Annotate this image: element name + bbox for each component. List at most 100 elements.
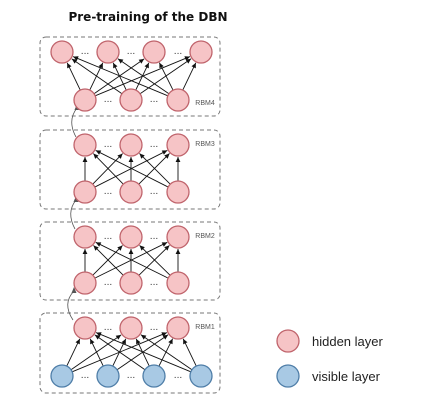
- connection-edge-head: [75, 338, 80, 345]
- ellipsis-mark: ...: [150, 232, 159, 242]
- connection-edge-head: [164, 153, 170, 159]
- ellipsis-mark: ...: [104, 232, 113, 242]
- hidden-unit-node: [119, 225, 143, 249]
- hidden-unit-node: [50, 40, 74, 64]
- ellipsis-mark: ...: [104, 323, 113, 333]
- connection-edge-head: [175, 249, 181, 254]
- connection-edge-head: [67, 62, 72, 69]
- stack-arrow-2: [70, 199, 77, 230]
- hidden-unit-node: [73, 133, 97, 157]
- connection-edge-head: [98, 62, 103, 69]
- ellipsis-mark: ...: [104, 187, 113, 197]
- connection-edge-head: [113, 62, 118, 69]
- rbm-boxes: [39, 36, 221, 394]
- hidden-unit-node: [73, 88, 97, 112]
- connection-edge-head: [161, 332, 167, 337]
- connection-edge: [92, 245, 123, 276]
- connection-edge-head: [82, 157, 88, 162]
- connection-edge-head: [161, 242, 168, 247]
- connection-edge: [139, 245, 171, 276]
- hidden-unit-node: [119, 271, 143, 295]
- ellipsis-mark: ...: [104, 278, 113, 288]
- connection-edge: [135, 62, 150, 91]
- rbm-box-4: [39, 312, 221, 394]
- connection-edge-head: [95, 242, 102, 247]
- connection-edge-head: [175, 157, 181, 162]
- ellipsis-mark: ...: [127, 371, 136, 381]
- connection-edge-head: [191, 62, 196, 69]
- connection-edge: [95, 332, 192, 373]
- connection-edge-head: [144, 62, 149, 69]
- connection-edge-head: [71, 58, 78, 64]
- connection-edge: [92, 153, 123, 185]
- connection-edge-head: [93, 245, 99, 251]
- connection-edge: [94, 334, 146, 371]
- connection-edge-head: [159, 62, 164, 69]
- connection-edge-head: [168, 338, 173, 345]
- visible-unit-node: [96, 364, 120, 388]
- stack-arrow-3: [71, 107, 78, 138]
- connection-edge-head: [140, 334, 147, 340]
- connection-edge: [93, 245, 124, 276]
- connection-edge-head: [183, 338, 188, 345]
- connection-edge-head: [128, 249, 134, 254]
- stack-arrow-1: [67, 290, 75, 321]
- rbm-box-3: [39, 221, 221, 301]
- connection-edge-head: [162, 334, 169, 340]
- connection-edge: [70, 334, 122, 371]
- connection-edge: [93, 153, 124, 185]
- rbm-label: RBM3: [195, 141, 215, 148]
- connection-edge-head: [184, 56, 190, 61]
- hidden-unit-node: [166, 180, 190, 204]
- visible-unit-node: [189, 364, 213, 388]
- diagram-title: Pre-training of the DBN: [68, 10, 228, 24]
- connection-edge: [182, 338, 197, 367]
- ellipsis-mark: ...: [104, 140, 113, 150]
- connection-edge: [89, 62, 104, 91]
- connection-edges: [66, 56, 197, 373]
- connection-edge: [158, 338, 174, 367]
- connection-edge: [112, 62, 127, 91]
- connection-edge: [66, 62, 81, 91]
- connection-edge: [138, 245, 170, 276]
- ellipsis-mark: ...: [174, 371, 183, 381]
- legend-hidden-swatch: [276, 329, 300, 353]
- connection-edge-head: [73, 56, 79, 61]
- connection-edge: [66, 338, 81, 367]
- rbm-box-2: [39, 129, 221, 210]
- hidden-unit-node: [73, 180, 97, 204]
- connection-edge: [117, 58, 170, 95]
- connection-edge-head: [95, 150, 102, 155]
- visible-unit-node: [142, 364, 166, 388]
- connection-edge-head: [121, 338, 126, 345]
- connection-edge-head: [138, 58, 145, 64]
- connection-edge: [95, 150, 169, 188]
- rbm-label: RBM1: [195, 324, 215, 331]
- connection-edge: [140, 334, 193, 371]
- hidden-unit-node: [119, 133, 143, 157]
- hidden-unit-node: [119, 180, 143, 204]
- ellipsis-mark: ...: [150, 323, 159, 333]
- ellipsis-mark: ...: [150, 278, 159, 288]
- hidden-unit-node: [189, 40, 213, 64]
- connection-edge-head: [136, 338, 141, 345]
- connection-edge-head: [94, 334, 101, 340]
- connection-edge: [89, 338, 104, 367]
- hidden-unit-node: [166, 88, 190, 112]
- hidden-unit-node: [142, 40, 166, 64]
- connection-edge: [93, 58, 145, 95]
- connection-edge: [112, 338, 127, 367]
- hidden-unit-node: [119, 88, 143, 112]
- connection-edge-head: [128, 157, 134, 162]
- ellipsis-mark: ...: [150, 95, 159, 105]
- hidden-unit-node: [96, 40, 120, 64]
- hidden-unit-node: [73, 225, 97, 249]
- connection-edge-head: [161, 150, 168, 155]
- connection-edge-head: [96, 332, 102, 337]
- connection-edge-head: [115, 334, 122, 340]
- rbm-box-1: [39, 36, 221, 117]
- neuron-nodes: ........................................…: [50, 40, 213, 388]
- ellipsis-mark: ...: [150, 140, 159, 150]
